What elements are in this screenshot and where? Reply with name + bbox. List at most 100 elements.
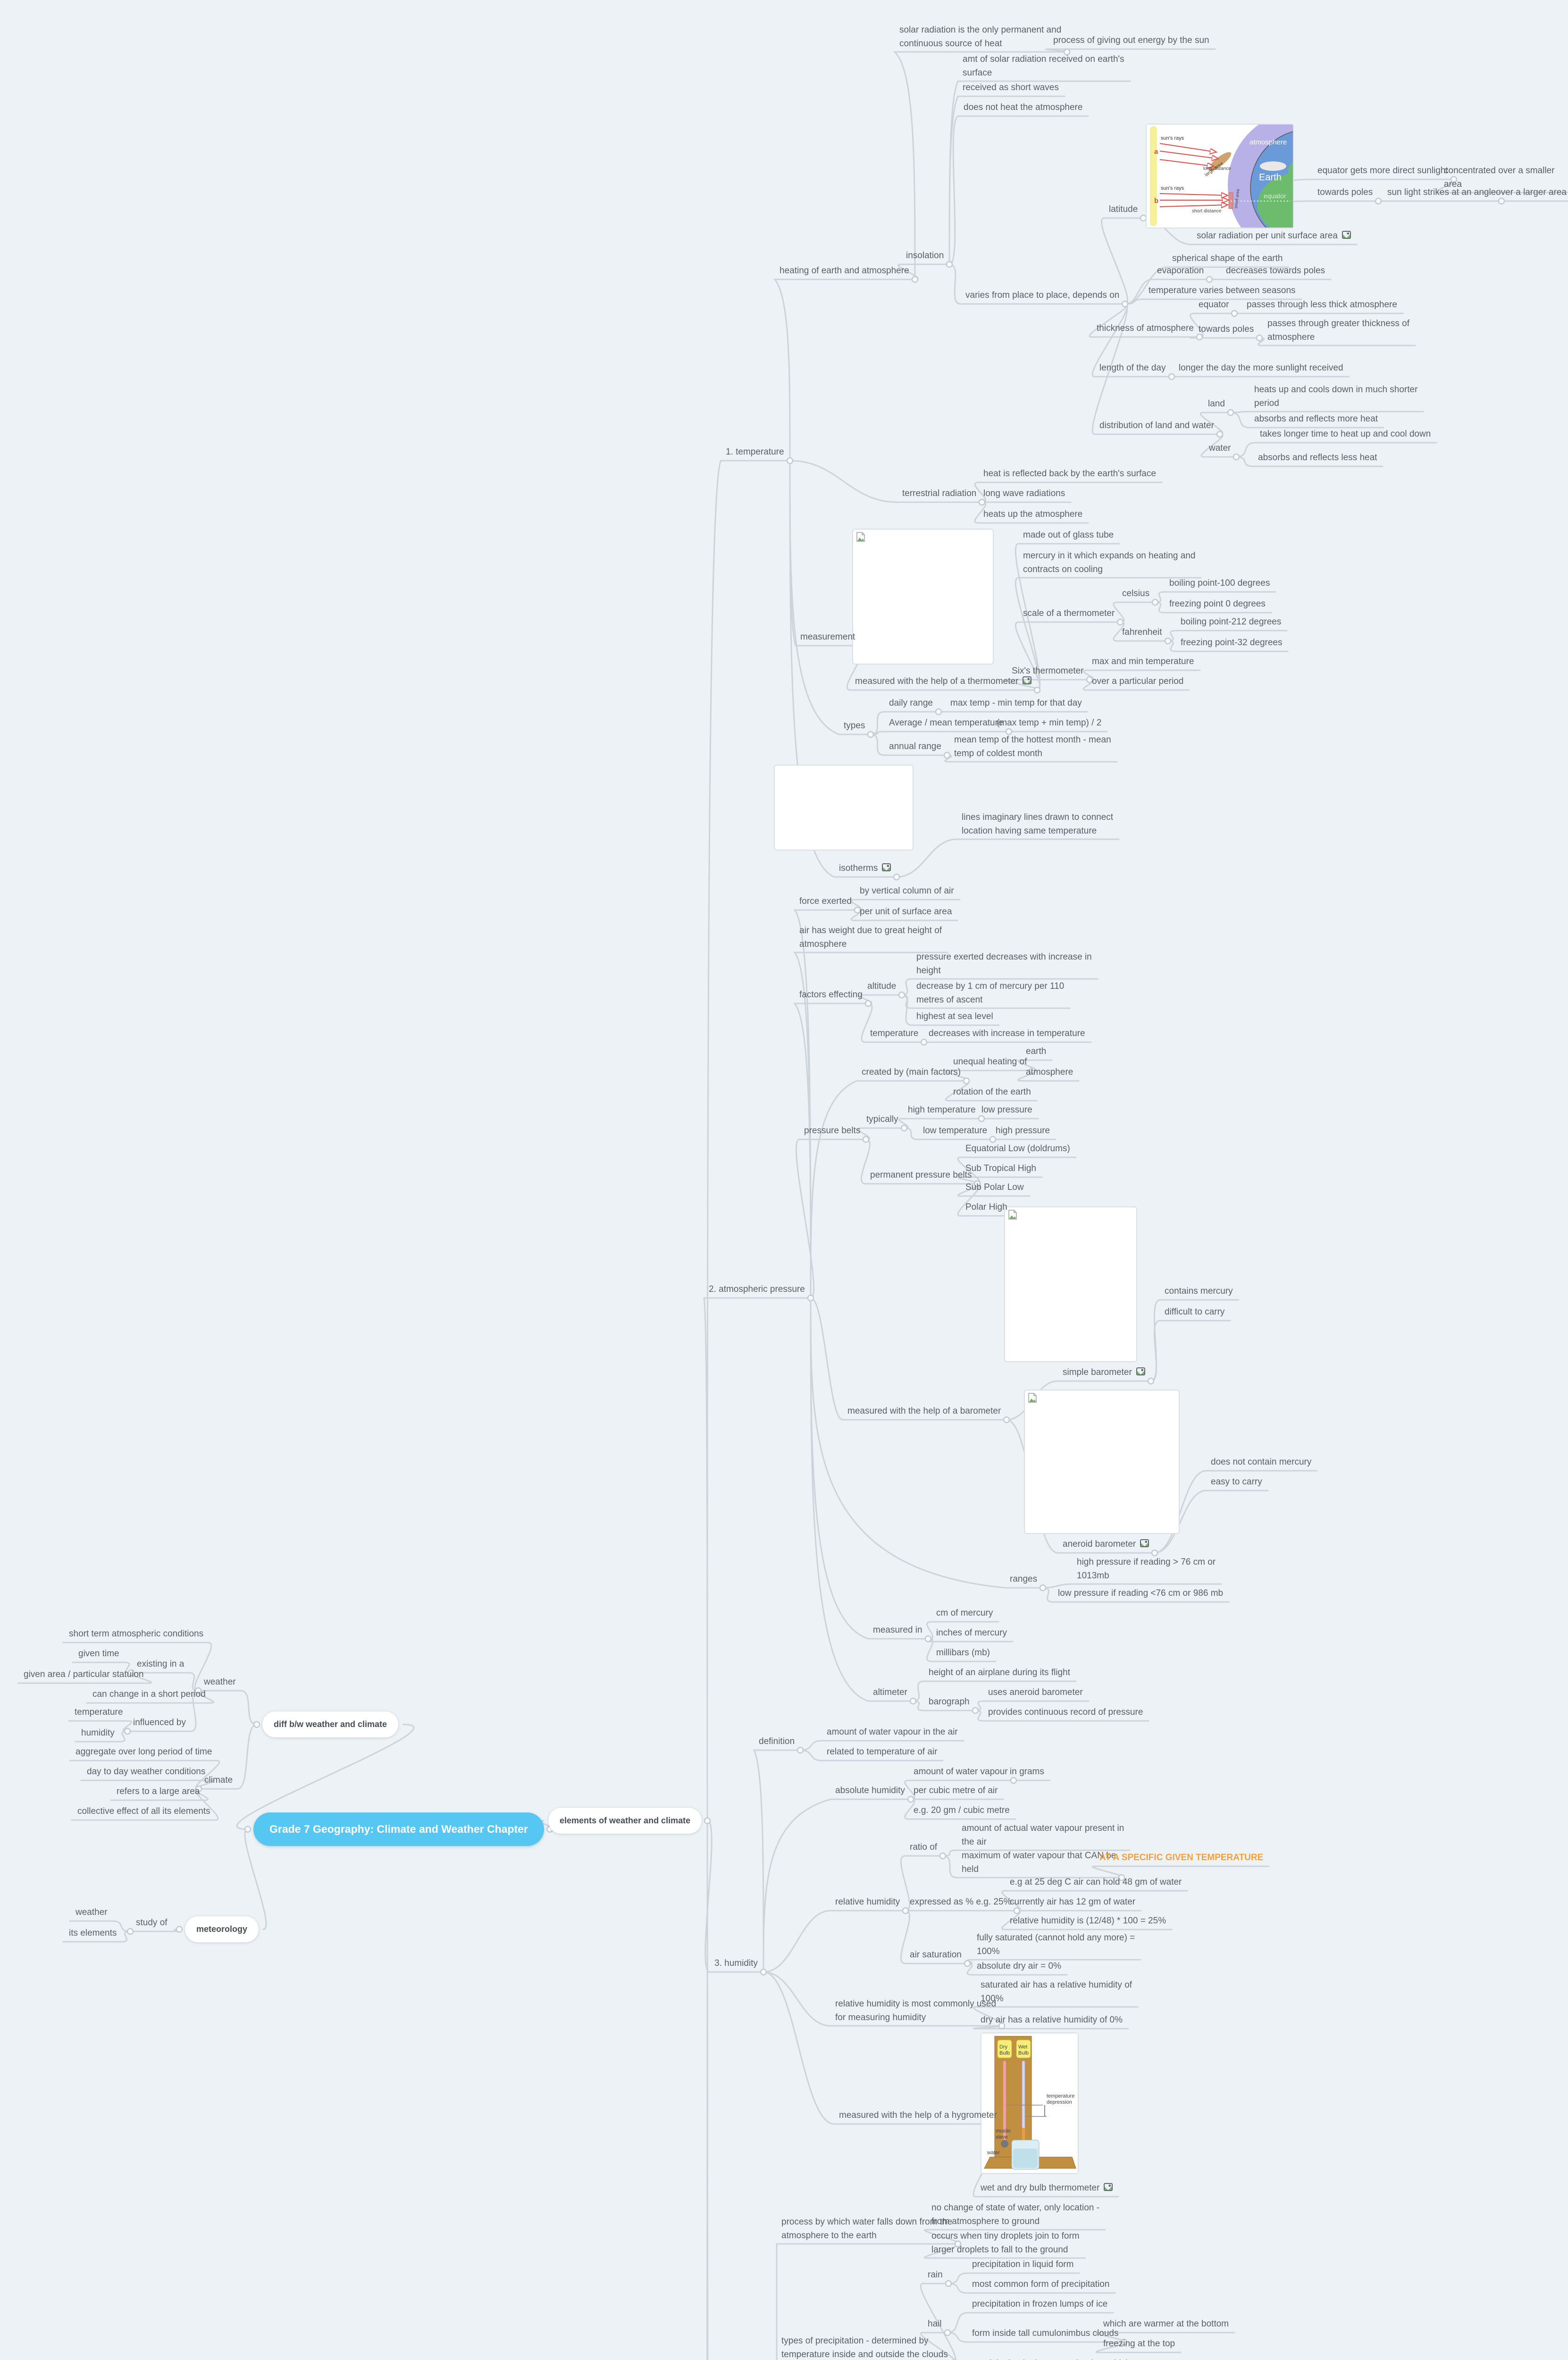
branch-junction[interactable]: [867, 731, 874, 738]
branch-junction[interactable]: [862, 1136, 870, 1143]
node-watr1[interactable]: takes longer time to heat up and cool do…: [1260, 428, 1431, 441]
node-lod1[interactable]: longer the day the more sunlight receive…: [1179, 362, 1343, 375]
node-wex[interactable]: existing in a: [137, 1658, 184, 1671]
node-diffbw[interactable]: diff b/w weather and climate: [262, 1711, 399, 1737]
node-expr[interactable]: expressed as % e.g. 25%: [910, 1896, 1011, 1909]
node-fah2[interactable]: freezing point-32 degrees: [1181, 636, 1282, 650]
node-alt2a[interactable]: pressure exerted decreases with increase…: [916, 951, 1092, 978]
node-ttp1[interactable]: passes through greater thickness of atmo…: [1267, 317, 1409, 344]
node-alt2b[interactable]: decrease by 1 cm of mercury per 110 metr…: [916, 980, 1064, 1007]
node-evap1[interactable]: decreases towards poles: [1226, 264, 1325, 278]
node-rain2[interactable]: most common form of precipitation: [972, 2278, 1109, 2292]
node-lat2a[interactable]: sun light strikes at an angle: [1387, 186, 1496, 200]
node-def3[interactable]: definition: [759, 1735, 795, 1749]
node-temp2[interactable]: temperature: [870, 1027, 918, 1041]
branch-junction[interactable]: [1003, 1416, 1010, 1424]
node-wga[interactable]: given area / particular statuion: [24, 1668, 144, 1682]
branch-junction[interactable]: [943, 751, 951, 759]
node-watr2[interactable]: absorbs and reflects less heat: [1258, 451, 1377, 465]
node-hail[interactable]: hail: [928, 2318, 942, 2331]
node-expr2[interactable]: currently air has 12 gm of water: [1010, 1896, 1135, 1909]
node-wch[interactable]: can change in a short period: [92, 1688, 206, 1702]
node-terr[interactable]: terrestrial radiation: [902, 487, 976, 501]
node-uneq[interactable]: unequal heating of: [953, 1055, 1027, 1069]
node-six[interactable]: Six's thermometer: [1012, 665, 1084, 678]
branch-junction[interactable]: [864, 1000, 872, 1007]
node-teq[interactable]: equator: [1199, 298, 1229, 312]
node-ht2[interactable]: high temperature: [908, 1104, 976, 1117]
node-meas1[interactable]: measurement: [800, 631, 855, 644]
node-airsat[interactable]: air saturation: [910, 1948, 962, 1962]
node-dr[interactable]: daily range: [889, 697, 933, 710]
branch-junction[interactable]: [1256, 334, 1263, 342]
node-force1[interactable]: by vertical column of air: [860, 885, 954, 898]
branch-junction[interactable]: [1063, 48, 1071, 56]
node-c1[interactable]: aggregate over long period of time: [75, 1745, 212, 1759]
node-ar1[interactable]: mean temp of the hottest month - mean te…: [954, 733, 1111, 760]
node-iso[interactable]: isotherms: [839, 862, 891, 876]
node-ins3[interactable]: does not heat the atmosphere: [964, 101, 1082, 115]
branch-junction[interactable]: [704, 1817, 711, 1824]
node-alt2c[interactable]: highest at sea level: [916, 1010, 993, 1024]
node-aner1[interactable]: does not contain mercury: [1211, 1456, 1311, 1469]
branch-junction[interactable]: [898, 991, 906, 999]
node-perm3[interactable]: Sub Polar Low: [965, 1181, 1024, 1195]
node-me[interactable]: its elements: [69, 1927, 117, 1940]
branch-junction[interactable]: [127, 1669, 135, 1677]
node-lt2a[interactable]: high pressure: [996, 1124, 1050, 1138]
node-teq1[interactable]: passes through less thick atmosphere: [1247, 298, 1397, 312]
branch-junction[interactable]: [1164, 637, 1172, 645]
branch-junction[interactable]: [1450, 176, 1458, 183]
node-w1[interactable]: short term atmospheric conditions: [69, 1627, 203, 1641]
node-winf[interactable]: influenced by: [133, 1716, 186, 1730]
node-uneq2[interactable]: atmosphere: [1026, 1066, 1073, 1079]
branch-junction[interactable]: [797, 1746, 804, 1754]
node-uneq1[interactable]: earth: [1026, 1045, 1046, 1059]
node-hl1[interactable]: AT A SPECIFIC GIVEN TEMPERATURE: [1099, 1851, 1263, 1865]
branch-junction[interactable]: [989, 1136, 997, 1143]
node-cumul[interactable]: form inside tall cumulonimbus clouds: [972, 2327, 1118, 2341]
branch-junction[interactable]: [1216, 430, 1224, 438]
node-perm4[interactable]: Polar High: [965, 1201, 1007, 1214]
node-meas3[interactable]: measured with the help of a hygrometer: [839, 2109, 997, 2123]
node-dew1[interactable]: precipitation in tiny water droplets whi…: [972, 2357, 1131, 2360]
branch-junction[interactable]: [1039, 1584, 1047, 1592]
node-ins2[interactable]: received as short waves: [963, 81, 1059, 95]
node-types[interactable]: types: [844, 719, 865, 733]
branch-junction[interactable]: [1005, 728, 1013, 735]
branch-junction[interactable]: [939, 1852, 947, 1860]
node-srp[interactable]: process of giving out energy by the sun: [1053, 34, 1209, 48]
node-alt2[interactable]: altitude: [867, 980, 896, 994]
branch-junction[interactable]: [945, 2280, 952, 2287]
node-def3a[interactable]: amount of water vapour in the air: [827, 1726, 958, 1739]
branch-junction[interactable]: [944, 2329, 951, 2336]
node-sat2[interactable]: absolute dry air = 0%: [977, 1960, 1061, 1973]
node-c2[interactable]: day to day weather conditions: [87, 1765, 205, 1779]
node-abs3[interactable]: e.g. 20 gm / cubic metre: [914, 1804, 1010, 1818]
branch-junction[interactable]: [1375, 197, 1382, 205]
node-avg[interactable]: Average / mean temperature: [889, 716, 1003, 730]
branch-junction[interactable]: [1498, 197, 1505, 205]
branch-junction[interactable]: [124, 1728, 131, 1735]
branch-junction[interactable]: [1033, 686, 1041, 694]
node-whum[interactable]: humidity: [81, 1727, 115, 1740]
branch-junction[interactable]: [1231, 310, 1238, 317]
node-hail1[interactable]: precipitation in frozen lumps of ice: [972, 2298, 1107, 2311]
thermobox-image[interactable]: [852, 529, 994, 665]
node-ht2a[interactable]: low pressure: [981, 1104, 1032, 1117]
branch-junction[interactable]: [1116, 618, 1124, 626]
branch-junction[interactable]: [1233, 453, 1240, 461]
branch-junction[interactable]: [244, 1826, 252, 1833]
branch-junction[interactable]: [1013, 1907, 1021, 1914]
node-measb[interactable]: measured with the help of a barometer: [847, 1405, 1001, 1418]
branch-junction[interactable]: [978, 498, 986, 506]
node-avg1[interactable]: (max temp + min temp) / 2: [997, 716, 1101, 730]
branch-junction[interactable]: [1168, 373, 1175, 380]
node-cel[interactable]: celsius: [1122, 587, 1149, 601]
node-lt2[interactable]: low temperature: [923, 1124, 987, 1138]
node-wgt[interactable]: given time: [78, 1647, 119, 1661]
node-iso1[interactable]: lines imaginary lines drawn to connect l…: [962, 811, 1113, 838]
node-baro[interactable]: barograph: [929, 1695, 970, 1709]
node-mi3[interactable]: millibars (mb): [936, 1646, 990, 1660]
